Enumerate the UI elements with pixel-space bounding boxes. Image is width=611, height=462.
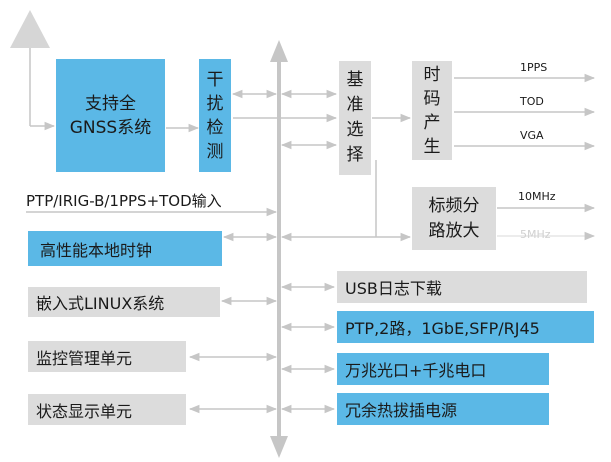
high-performance-clock-label: 高性能本地时钟 (40, 240, 153, 260)
frequency-divider-block: 标频分 路放大 (412, 187, 496, 250)
mhz10-output-label: 10MHz (518, 190, 556, 203)
embedded-linux-block: 嵌入式LINUX系统 (28, 287, 220, 317)
reference-selection-label: 基 准 选 择 (346, 70, 364, 165)
status-display-block: 状态显示单元 (28, 394, 186, 425)
central-bus-bottom-arrow (270, 436, 288, 458)
pps-output-label: 1PPS (520, 61, 548, 74)
monitor-management-label: 监控管理单元 (36, 348, 133, 368)
reference-selection-block: 基 准 选 择 (339, 61, 371, 175)
optical-electrical-ports-block: 万兆光口+千兆电口 (337, 353, 549, 385)
central-bus-top-arrow (270, 40, 288, 62)
high-performance-clock-block: 高性能本地时钟 (28, 231, 222, 266)
antenna-arrow (10, 10, 50, 48)
input-label: PTP/IRIG-B/1PPS+TOD输入 (26, 192, 222, 210)
mhz5-output-label: 5MHz (520, 228, 551, 241)
interference-detection-block: 干 扰 检 测 (199, 59, 231, 172)
monitor-management-block: 监控管理单元 (28, 341, 186, 372)
status-display-label: 状态显示单元 (36, 401, 133, 421)
timecode-generation-label: 时 码 产 生 (423, 64, 441, 157)
ptp-ports-label: PTP,2路，1GbE,SFP/RJ45 (345, 319, 540, 338)
gnss-system-block: 支持全 GNSS系统 (56, 59, 165, 172)
usb-log-download-block: USB日志下载 (337, 271, 587, 303)
redundant-power-label: 冗余热拔插电源 (345, 401, 458, 420)
embedded-linux-label: 嵌入式LINUX系统 (36, 294, 165, 313)
frequency-divider-label: 标频分 路放大 (428, 195, 480, 241)
gnss-system-label: 支持全 GNSS系统 (69, 93, 152, 138)
interference-detection-label: 干 扰 检 测 (206, 69, 224, 162)
usb-log-download-label: USB日志下载 (345, 279, 442, 298)
timecode-generation-block: 时 码 产 生 (412, 61, 452, 160)
ptp-ports-block: PTP,2路，1GbE,SFP/RJ45 (337, 311, 594, 343)
optical-electrical-ports-label: 万兆光口+千兆电口 (345, 361, 487, 380)
vga-output-label: VGA (520, 129, 544, 142)
tod-output-label: TOD (520, 95, 544, 108)
redundant-power-block: 冗余热拔插电源 (337, 393, 549, 425)
